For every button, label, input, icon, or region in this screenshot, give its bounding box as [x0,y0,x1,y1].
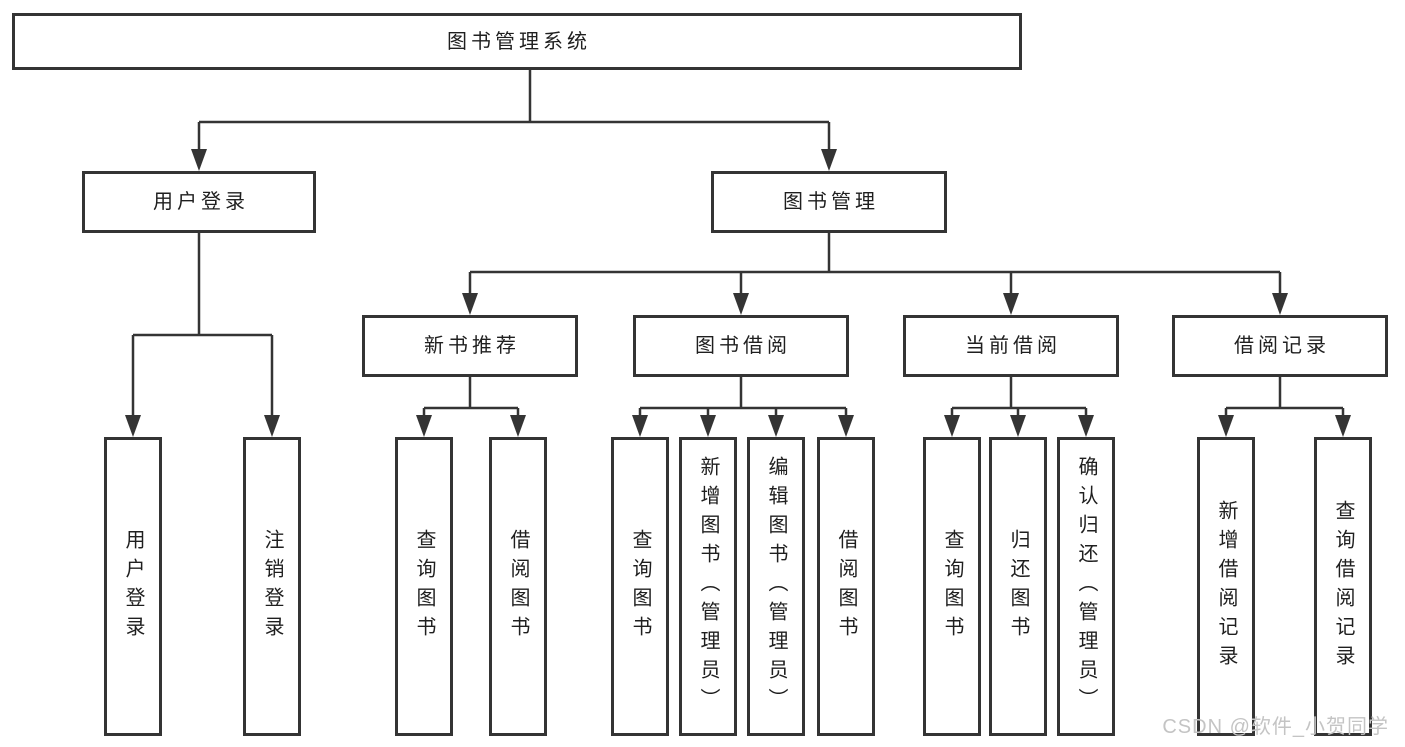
leaf-query-borrow-record: 查询借阅记录 [1314,437,1372,736]
leaf-borrow-books-recommend: 借阅图书 [489,437,547,736]
node-user-login: 用户登录 [82,171,316,233]
node-borrow-records: 借阅记录 [1172,315,1388,377]
node-book-management: 图书管理 [711,171,947,233]
leaf-add-books-admin-label: 新增图书（管理员） [697,456,719,717]
node-new-book-recommend: 新书推荐 [362,315,578,377]
leaf-borrow-books-label: 借阅图书 [835,528,857,645]
node-book-borrowing-label: 图书借阅 [695,335,791,357]
leaf-edit-books-admin: 编辑图书（管理员） [747,437,805,736]
leaf-query-books-recommend-label: 查询图书 [413,528,435,645]
leaf-return-books-label: 归还图书 [1007,528,1029,645]
leaf-logout: 注销登录 [243,437,301,736]
leaf-add-books-admin: 新增图书（管理员） [679,437,737,736]
leaf-edit-books-admin-label: 编辑图书（管理员） [765,456,787,717]
leaf-query-books-recommend: 查询图书 [395,437,453,736]
leaf-logout-label: 注销登录 [261,528,283,645]
node-root: 图书管理系统 [12,13,1022,70]
leaf-confirm-return-admin: 确认归还（管理员） [1057,437,1115,736]
leaf-query-books-borrow-label: 查询图书 [629,528,651,645]
node-user-login-label: 用户登录 [153,191,249,213]
node-current-borrowing: 当前借阅 [903,315,1119,377]
edges [131,69,1345,416]
node-book-borrowing: 图书借阅 [633,315,849,377]
leaf-query-books-current-label: 查询图书 [941,528,963,645]
leaf-confirm-return-admin-label: 确认归还（管理员） [1075,456,1097,717]
node-root-label: 图书管理系统 [447,30,591,53]
leaf-borrow-books: 借阅图书 [817,437,875,736]
leaf-borrow-books-recommend-label: 借阅图书 [507,528,529,645]
leaf-query-borrow-record-label: 查询借阅记录 [1332,499,1354,674]
leaf-query-books-borrow: 查询图书 [611,437,669,736]
leaf-return-books: 归还图书 [989,437,1047,736]
leaf-add-borrow-record: 新增借阅记录 [1197,437,1255,736]
node-current-borrowing-label: 当前借阅 [965,335,1061,357]
leaf-add-borrow-record-label: 新增借阅记录 [1215,499,1237,674]
arrowheads [125,149,1351,437]
leaf-user-login-label: 用户登录 [122,528,144,645]
node-new-book-recommend-label: 新书推荐 [424,335,520,357]
leaf-user-login: 用户登录 [104,437,162,736]
node-borrow-records-label: 借阅记录 [1234,335,1330,357]
node-book-management-label: 图书管理 [783,191,879,213]
watermark: CSDN @软件_小贺同学 [1162,716,1389,738]
leaf-query-books-current: 查询图书 [923,437,981,736]
